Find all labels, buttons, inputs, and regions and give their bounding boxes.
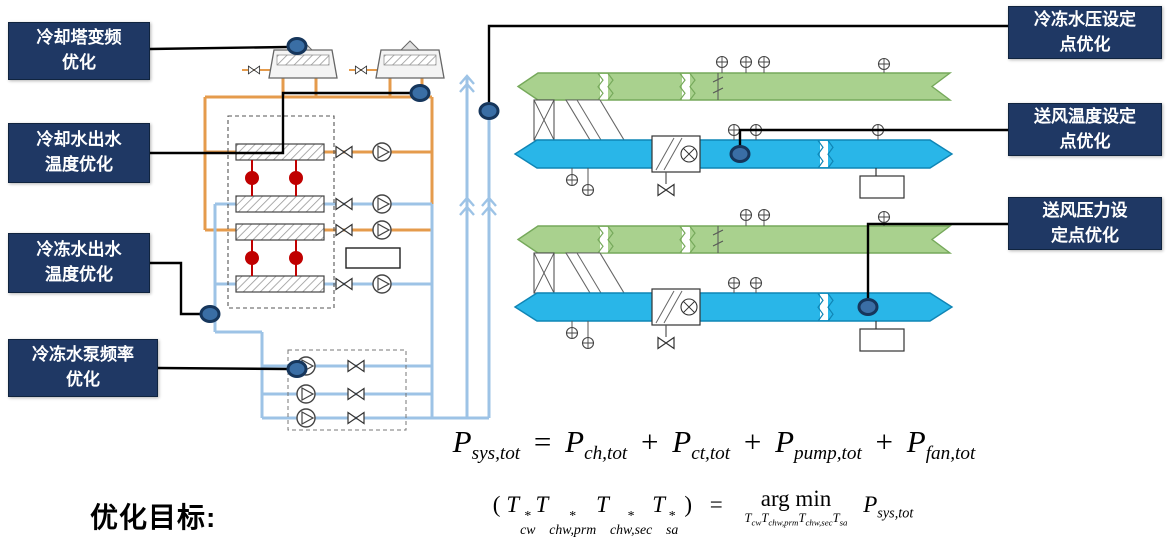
node-chw-pressure (478, 102, 500, 120)
sensor-icon (565, 326, 579, 340)
sensor-icon (757, 208, 771, 222)
return-duct (516, 72, 953, 101)
sensor-icon (715, 55, 729, 69)
node-supply-air-pressure (857, 298, 879, 316)
bypass-device (345, 247, 401, 269)
node-pump-frequency (286, 360, 308, 378)
sensor-icon (581, 183, 595, 197)
ahu-icon (651, 135, 701, 173)
argmin-operator: arg min TcwTchw,prmTchw,secTsa (744, 486, 848, 528)
node-chw-outlet-temp (199, 305, 221, 323)
filter-wedge (565, 99, 625, 141)
return-duct (516, 225, 953, 254)
coil-valve-icon (657, 336, 675, 350)
terminal-box (859, 328, 905, 352)
node-supply-air-temp (729, 145, 751, 163)
callout-lines (149, 24, 1008, 371)
sensor-icon (877, 57, 891, 71)
sensor-icon (749, 276, 763, 290)
supply-duct (513, 292, 954, 322)
supply-risers (459, 74, 497, 418)
compressor-icon (245, 160, 303, 276)
sensor-icon (877, 210, 891, 224)
terminal-box (859, 175, 905, 199)
ahu-section-top (513, 55, 954, 199)
node-cw-outlet-temp (409, 84, 431, 102)
sensor-icon (739, 55, 753, 69)
label-cooling-tower-vfd: 冷却塔变频 优化 (8, 22, 150, 80)
label-supply-air-pressure-setpoint: 送风压力设 定点优化 (1008, 197, 1162, 250)
label-chw-outlet-temp: 冷冻水出水 温度优化 (8, 233, 150, 293)
duct-damper-icon (712, 73, 724, 100)
node-cooling-tower (286, 37, 308, 55)
mixing-damper-icon (533, 99, 555, 141)
label-chw-pump-frequency: 冷冻水泵频率 优化 (8, 339, 158, 397)
chiller-icon (227, 115, 335, 309)
primary-pumps (335, 142, 401, 294)
duct-damper-icon (712, 226, 724, 253)
label-chw-pressure-setpoint: 冷冻水压设定 点优化 (1008, 6, 1162, 59)
sensor-icon (581, 336, 595, 350)
filter-wedge (565, 252, 625, 294)
equation-power-sum: Psys,tot = Pch,tot + Pct,tot + Ppump,tot… (452, 424, 976, 465)
sensor-icon (727, 276, 741, 290)
control-nodes (199, 37, 879, 378)
label-supply-air-temp-setpoint: 送风温度设定 点优化 (1008, 103, 1162, 156)
sensor-icon (565, 173, 579, 187)
sensor-icon (757, 55, 771, 69)
label-cw-outlet-temp: 冷却水出水 温度优化 (8, 123, 150, 183)
sensor-icon (727, 123, 741, 137)
secondary-pump-group (287, 349, 407, 431)
coil-valve-icon (657, 183, 675, 197)
sensor-icon (739, 208, 753, 222)
ahu-section-bottom (513, 208, 954, 352)
objective-heading: 优化目标: (90, 502, 217, 533)
mixing-damper-icon (533, 252, 555, 294)
ahu-icon (651, 288, 701, 326)
